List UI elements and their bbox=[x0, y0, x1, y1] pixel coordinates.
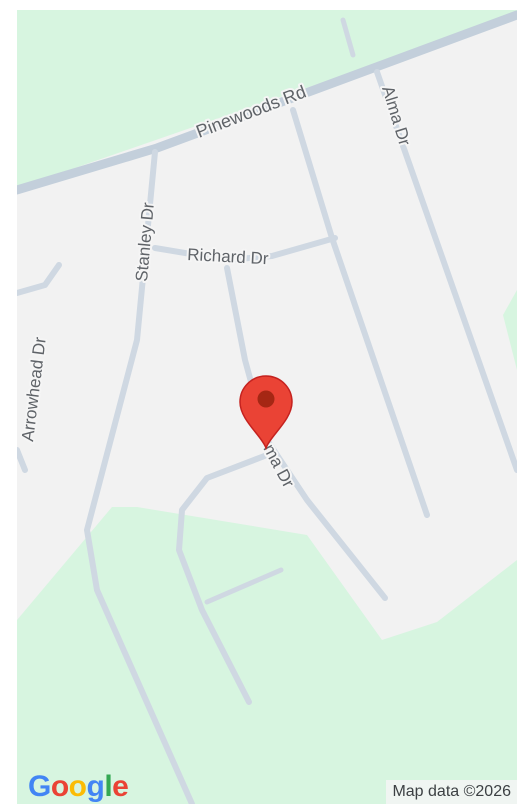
marker-pin-icon bbox=[239, 375, 293, 451]
location-marker[interactable] bbox=[239, 375, 293, 451]
road-spur bbox=[204, 567, 284, 605]
park-area-east bbox=[503, 290, 517, 370]
park-area-south bbox=[17, 507, 517, 804]
road-arrowhead-south bbox=[17, 447, 28, 473]
road-arrowhead bbox=[17, 262, 62, 296]
map-attribution[interactable]: Map data ©2026 bbox=[386, 780, 517, 804]
logo-letter: o bbox=[50, 770, 69, 803]
road-richard bbox=[152, 235, 338, 263]
logo-letter: g bbox=[86, 770, 105, 803]
road-alma-upper bbox=[374, 69, 517, 473]
park-area-north bbox=[17, 10, 517, 188]
label-richard-dr: Richard Dr bbox=[187, 245, 269, 268]
marker-dot bbox=[257, 390, 275, 408]
logo-letter: G bbox=[28, 770, 51, 803]
road-pinewoods bbox=[17, 10, 517, 195]
map-canvas[interactable]: Pinewoods Rd Alma Dr Stanley Dr Richard … bbox=[17, 10, 517, 804]
road-stanley bbox=[84, 149, 195, 804]
logo-letter: l bbox=[104, 770, 113, 803]
road-loop bbox=[176, 452, 270, 705]
logo-letter: o bbox=[68, 770, 87, 803]
logo-letter: e bbox=[112, 770, 129, 803]
map-viewport[interactable]: Pinewoods Rd Alma Dr Stanley Dr Richard … bbox=[17, 10, 517, 804]
google-logo[interactable]: Google bbox=[28, 770, 129, 803]
road-top-segment bbox=[340, 17, 356, 58]
